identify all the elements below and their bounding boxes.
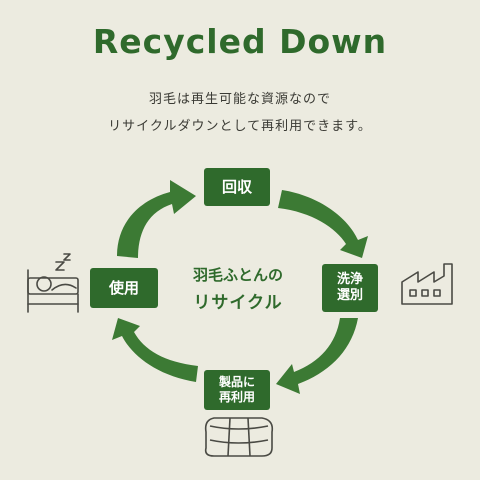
arrow-product-to-use [112,318,198,382]
step-wash-label-2: 選別 [336,288,363,303]
step-wash-label-1: 洗浄 [336,271,363,287]
arrow-use-to-collect [117,180,196,258]
step-collect: 回収 [204,168,270,206]
step-product-label-1: 製品に [218,375,255,389]
step-product-label-2: 再利用 [218,390,255,404]
arrow-collect-to-wash [278,190,368,258]
center-label-line-2: リサイクル [193,293,283,313]
page-title: Recycled Down [92,22,388,61]
futon-icon [204,417,274,457]
step-collect-label: 回収 [221,177,252,196]
center-label-line-1: 羽毛ふとんの [192,266,283,284]
subtitle-line-1: 羽毛は再生可能な資源なので [148,92,331,107]
step-reuse-product: 製品に 再利用 [204,370,270,410]
step-use-label: 使用 [108,278,139,297]
subtitle-line-2: リサイクルダウンとして再利用できます。 [108,119,372,134]
arrow-wash-to-product [276,318,358,394]
step-wash-sort: 洗浄 選別 [322,264,378,312]
sleeping-person-icon [27,253,79,313]
step-use: 使用 [90,268,158,308]
factory-icon [401,263,453,305]
